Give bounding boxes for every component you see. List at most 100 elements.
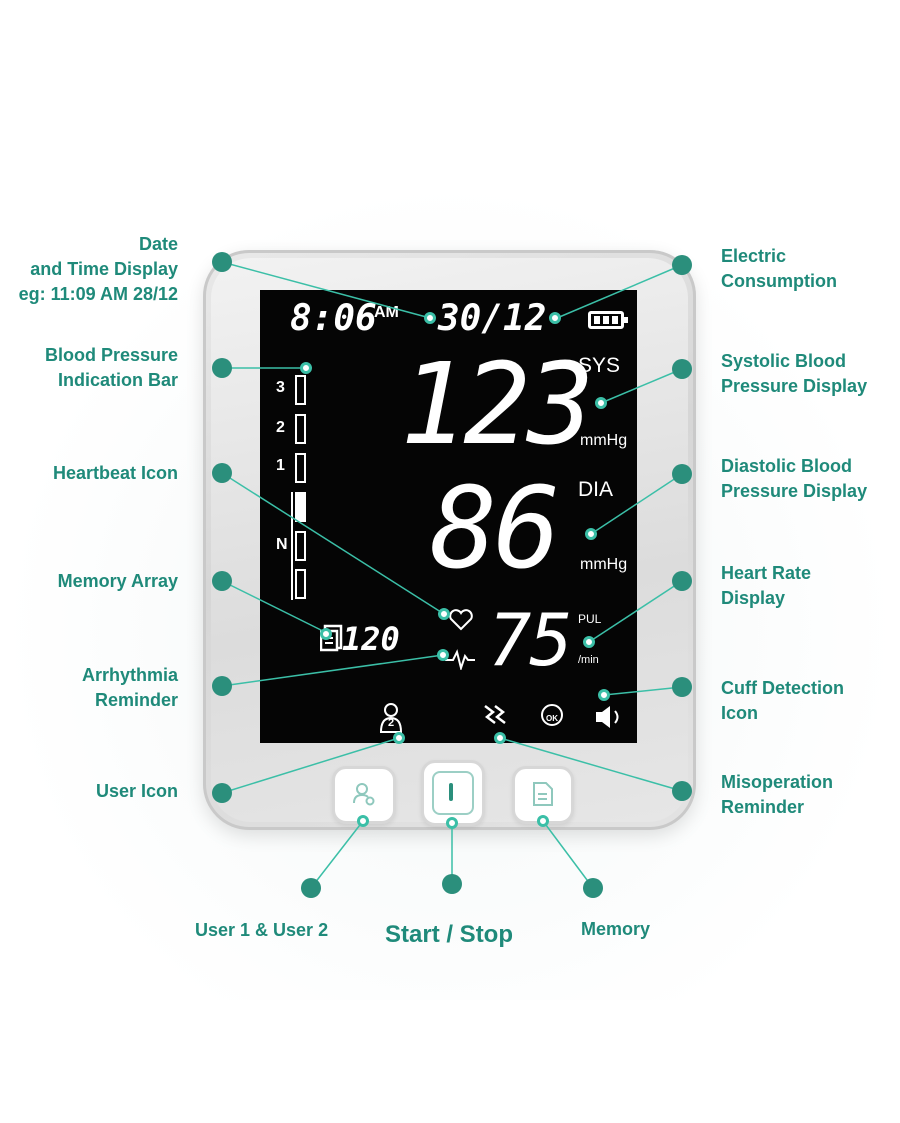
label-electric: Electric Consumption (721, 244, 837, 294)
pulse-unit: /min (578, 654, 599, 666)
dot-diastolic (672, 464, 692, 484)
user-icon (379, 703, 403, 733)
label-bp-bar: Blood Pressure Indication Bar (45, 343, 178, 393)
dot-heartbeat (212, 463, 232, 483)
label-diastolic-line2: Pressure Display (721, 481, 868, 501)
dot-misoperation (672, 781, 692, 801)
heartbeat-icon (449, 609, 473, 631)
label-systolic: Systolic Blood Pressure Display (721, 349, 867, 399)
label-systolic-line1: Systolic Blood (721, 351, 847, 371)
dot-memory (212, 571, 232, 591)
dot-memory-button (583, 878, 603, 898)
dot-heart-rate (672, 571, 692, 591)
diastolic-label: DIA (578, 478, 614, 501)
pin-diastolic (585, 528, 597, 540)
label-date-time-line2: and Time Display (30, 259, 178, 279)
time-display: 8:06 (290, 298, 377, 339)
dot-electric (672, 255, 692, 275)
bar-level-2: 2 (276, 419, 285, 436)
user-button[interactable] (332, 766, 396, 824)
battery-icon (588, 311, 628, 329)
label-bp-bar-line2: Indication Bar (57, 370, 178, 390)
label-arrhythmia: Arrhythmia Reminder (82, 663, 178, 713)
label-heart-rate-line1: Heart Rate (721, 563, 812, 583)
label-electric-line1: Electric (721, 246, 787, 266)
pin-user-button (357, 815, 369, 827)
label-bp-bar-line1: Blood Pressure (44, 345, 178, 365)
ok-icon: OK (541, 704, 563, 726)
date-display: 30/12 (438, 298, 547, 339)
pin-start-button (446, 817, 458, 829)
pin-memory-button (537, 815, 549, 827)
label-cuff-line2: Icon (721, 703, 759, 723)
dot-arrhythmia (212, 676, 232, 696)
systolic-unit: mmHg (580, 432, 628, 449)
label-heartbeat-line1: Heartbeat Icon (52, 463, 178, 483)
label-cuff-line1: Cuff Detection (721, 678, 844, 698)
pin-misoperation (494, 732, 506, 744)
memory-count: 120 (342, 620, 400, 658)
label-diastolic-line1: Diastolic Blood (721, 456, 853, 476)
pin-memory (320, 628, 332, 640)
ok-text: OK (546, 714, 558, 723)
dot-bp-bar (212, 358, 232, 378)
label-user-icon-line1: User Icon (95, 781, 178, 801)
dot-systolic (672, 359, 692, 379)
label-user-button: User 1 & User 2 (195, 920, 329, 940)
pin-user-icon (393, 732, 405, 744)
label-misoperation-line1: Misoperation (721, 772, 834, 792)
dot-start-button (442, 874, 462, 894)
diastolic-unit: mmHg (580, 556, 628, 573)
start-stop-button[interactable] (421, 760, 485, 826)
user-switch-icon (353, 783, 375, 806)
label-date-time-line1: Date (138, 234, 178, 254)
bar-level-3: 3 (276, 379, 285, 396)
label-date-time: Date and Time Display eg: 11:09 AM 28/12 (19, 232, 178, 307)
power-icon (449, 783, 453, 801)
label-memory-array: Memory Array (58, 569, 178, 594)
dot-user-icon (212, 783, 232, 803)
pin-cuff (598, 689, 610, 701)
dot-user-button (301, 878, 321, 898)
diastolic-value: 86 (430, 464, 561, 594)
label-diastolic: Diastolic Blood Pressure Display (721, 454, 867, 504)
dot-cuff (672, 677, 692, 697)
label-start-button: Start / Stop (385, 921, 514, 948)
label-heart-rate-line2: Display (721, 588, 786, 608)
pin-pulse (583, 636, 595, 648)
bar-level-1: 1 (276, 457, 285, 474)
label-cuff: Cuff Detection Icon (721, 676, 844, 726)
label-heartbeat: Heartbeat Icon (53, 461, 178, 486)
systolic-value: 123 (400, 340, 594, 470)
pin-date (424, 312, 436, 324)
arrhythmia-icon (445, 649, 475, 670)
label-date-time-line3: eg: 11:09 AM 28/12 (18, 284, 178, 304)
dot-date (212, 252, 232, 272)
bp-indication-bar (291, 375, 306, 600)
label-heart-rate: Heart Rate Display (721, 561, 811, 611)
user-number: 2 (388, 717, 395, 729)
label-user-icon: User Icon (96, 779, 178, 804)
start-stop-inner (432, 771, 474, 815)
label-memory-array-line1: Memory Array (57, 571, 178, 591)
bar-level-n: N (276, 536, 288, 553)
pulse-value: 75 (488, 598, 573, 682)
pin-arrhythmia (437, 649, 449, 661)
memory-button-icon (533, 782, 553, 806)
misoperation-icon (484, 705, 506, 724)
lcd-screen: 8:06 AM 30/12 3 2 1 N 123 SYS mmHg 86 DI… (260, 290, 637, 743)
label-memory-button: Memory (581, 919, 651, 939)
cuff-detection-icon (596, 706, 619, 728)
pulse-label: PUL (578, 612, 602, 626)
pin-battery (549, 312, 561, 324)
label-systolic-line2: Pressure Display (721, 376, 868, 396)
pin-systolic (595, 397, 607, 409)
pin-bp-bar (300, 362, 312, 374)
label-electric-line2: Consumption (721, 271, 837, 291)
label-arrhythmia-line2: Reminder (94, 690, 178, 710)
label-arrhythmia-line1: Arrhythmia (81, 665, 178, 685)
pin-heartbeat (438, 608, 450, 620)
label-misoperation: Misoperation Reminder (721, 770, 833, 820)
systolic-label: SYS (578, 354, 621, 377)
